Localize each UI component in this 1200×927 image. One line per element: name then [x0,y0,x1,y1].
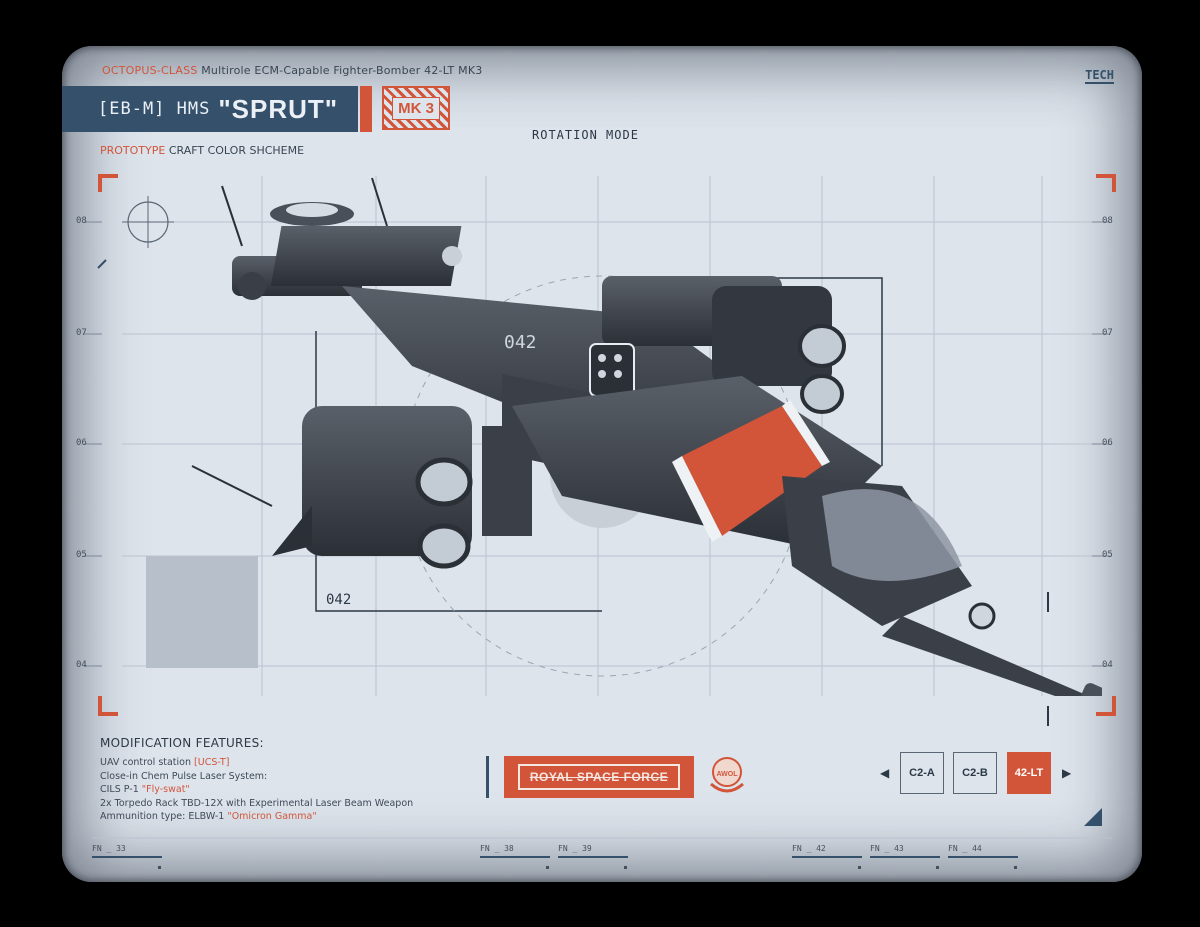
axis-left-label: 07 [76,328,87,338]
feature-accent: "Omicron Gamma" [227,811,317,823]
class-label: OCTOPUS-CLASS [102,64,198,77]
axis-right-label: 04 [1102,660,1113,670]
royal-space-force-badge: ROYAL SPACE FORCE [504,756,694,798]
axis-right-label: 06 [1102,438,1113,448]
mark-label: MK 3 [392,96,440,120]
footer-marker [858,866,861,869]
axis-right-label: 07 [1102,328,1113,338]
feature-text: Close-in Chem Pulse Laser System: [100,770,268,782]
shield-emblem-icon: AWOL [710,757,744,793]
ship-name: "SPRUT" [218,93,339,124]
title-bar: [EB-M] HMS "SPRUT" [62,86,358,132]
footer-tab[interactable]: FN _ 44 [948,844,1018,858]
feature-text: UAV control station [100,757,195,768]
hull-number: 042 [504,332,537,353]
axis-left-label: 06 [76,438,87,448]
variant-c2-b[interactable]: C2-B [953,752,997,794]
subtitle-accent: PROTOTYPE [100,144,166,157]
feature-text: 2x Torpedo Rack TBD-12X with Experimenta… [100,797,414,809]
modification-features: MODIFICATION FEATURES: UAV control stati… [100,736,460,824]
mark-badge: MK 3 [382,86,450,130]
feature-text: Ammunition type: ELBW-1 [100,811,228,823]
axis-left-label: 08 [76,216,87,226]
emblem-text: AWOL [717,771,739,778]
rotation-mode-label[interactable]: ROTATION MODE [532,128,639,142]
feature-item: UAV control station [UCS-T] [100,756,460,770]
feature-item: Close-in Chem Pulse Laser System: [100,770,460,784]
footer-marker [158,866,161,869]
color-scheme-subtitle: PROTOTYPE CRAFT COLOR SHCHEME [100,144,304,157]
prev-variant-icon[interactable]: ◀ [880,766,890,780]
monitor-screen: OCTOPUS-CLASS Multirole ECM-Capable Figh… [62,46,1142,882]
next-variant-icon[interactable]: ▶ [1062,766,1072,780]
swatch-panel [146,556,258,668]
footer-marker [624,866,627,869]
footer-tab[interactable]: FN _ 38 [480,844,550,858]
footer-tab[interactable]: FN _ 43 [870,844,940,858]
badge-separator [486,756,489,798]
axis-right-label: 08 [1102,216,1113,226]
footer-tab[interactable]: FN _ 42 [792,844,862,858]
footer-tab[interactable]: FN _ 39 [558,844,628,858]
feature-item: CILS P-1 "Fly-swat" [100,783,460,797]
badge-label: ROYAL SPACE FORCE [517,764,681,790]
footer-marker [936,866,939,869]
feature-item: 2x Torpedo Rack TBD-12X with Experimenta… [100,797,460,811]
variant-c2-a[interactable]: C2-A [900,752,944,794]
variant-42-lt[interactable]: 42-LT [1007,752,1051,794]
axis-left-label: 04 [76,660,87,670]
footer-marker [546,866,549,869]
spacecraft-illustration: 042 [191,177,1102,696]
axis-right-label: 05 [1102,550,1113,560]
class-line: OCTOPUS-CLASS Multirole ECM-Capable Figh… [102,64,482,77]
class-description: Multirole ECM-Capable Fighter-Bomber 42-… [201,64,483,77]
footer-tab[interactable]: FN _ 33 [92,844,162,858]
subtitle-rest: CRAFT COLOR SHCHEME [168,144,305,157]
title-accent-strip [360,86,372,132]
feature-accent: "Fly-swat" [141,784,190,796]
features-heading: MODIFICATION FEATURES: [100,736,264,750]
axis-left-label: 05 [76,550,87,560]
footer-marker [1014,866,1017,869]
frame-hull-label: 042 [326,592,352,608]
feature-item: Ammunition type: ELBW-1 "Omicron Gamma" [100,810,460,824]
ship-designation: [EB-M] HMS [98,99,211,119]
feature-accent: [UCS-T] [194,757,230,768]
feature-text: CILS P-1 [100,784,142,796]
tech-label[interactable]: TECH [1085,68,1114,84]
